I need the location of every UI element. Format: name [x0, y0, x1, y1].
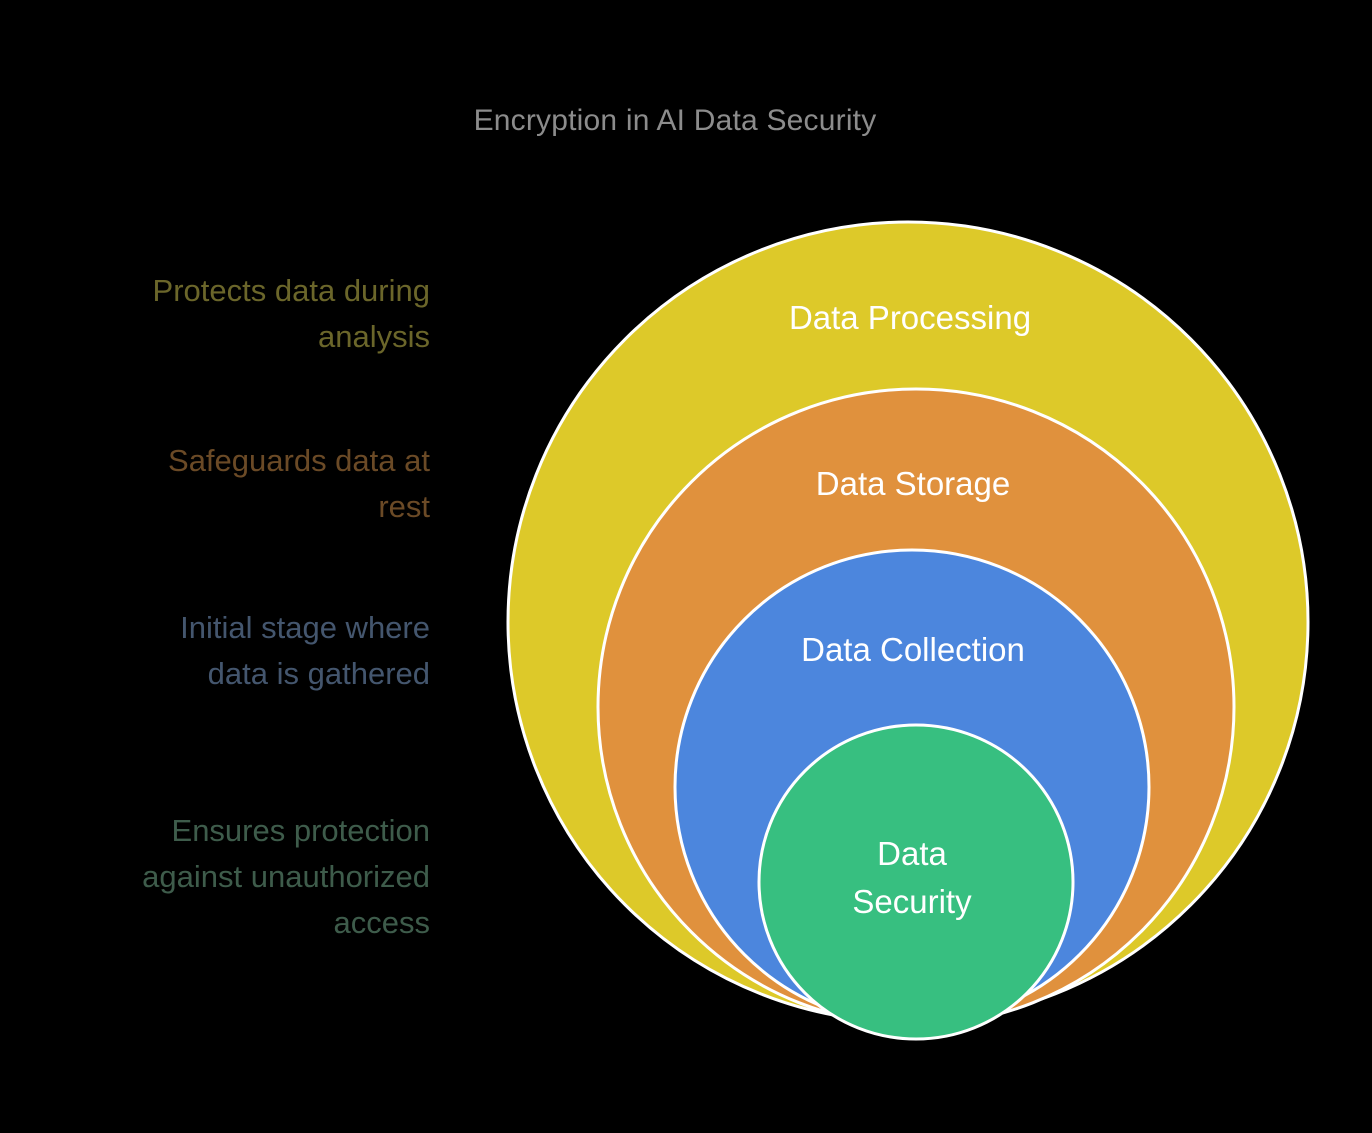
- annotation-data-collection: Initial stage where data is gathered: [180, 610, 430, 691]
- ring-label-data-processing: Data Processing: [788, 299, 1032, 336]
- ring-label-data-security: Data Security: [852, 835, 972, 920]
- ring-label-data-collection: Data Collection: [801, 631, 1025, 668]
- ring-data-security: [757, 723, 1075, 1041]
- annotation-data-processing: Protects data during analysis: [152, 273, 430, 354]
- annotation-data-storage: Safeguards data at rest: [168, 443, 430, 524]
- annotation-data-security: Ensures protection against unauthorized …: [142, 813, 430, 940]
- diagram-title: Encryption in AI Data Security: [473, 104, 877, 137]
- ring-label-data-storage: Data Storage: [815, 465, 1011, 502]
